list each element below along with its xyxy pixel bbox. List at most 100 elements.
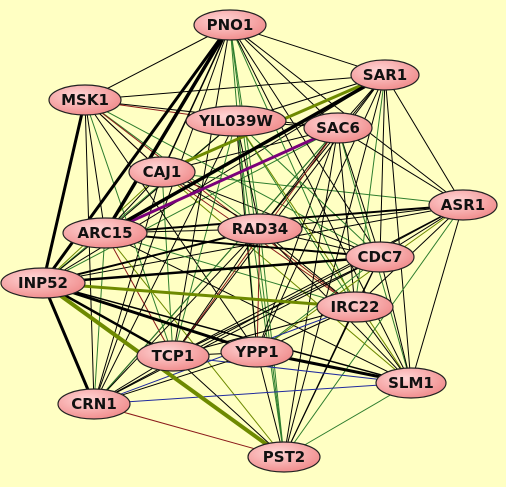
node-shape[interactable] (316, 291, 394, 323)
edge-asr1-slm1 (410, 204, 464, 384)
node-yil039w[interactable]: YIL039W (185, 105, 287, 137)
node-label: CAJ1 (143, 163, 182, 181)
edge-arc15-cdc7 (104, 232, 381, 258)
edge-msk1-crn1 (84, 99, 95, 405)
node-inp52[interactable]: INP52 (0, 267, 86, 299)
node-shape[interactable] (128, 156, 196, 188)
node-shape[interactable] (220, 336, 294, 368)
edge-sar1-slm1 (384, 74, 412, 384)
node-irc22[interactable]: IRC22 (316, 291, 394, 323)
node-caj1[interactable]: CAJ1 (128, 156, 196, 188)
edge-asr1-ypp1 (256, 204, 464, 353)
edge-arc15-crn1 (93, 232, 106, 405)
edge-inp52-sac6 (42, 127, 339, 284)
edge-yil039w-irc22 (235, 120, 356, 308)
node-crn1[interactable]: CRN1 (57, 388, 131, 420)
node-arc15[interactable]: ARC15 (62, 217, 148, 249)
edge-arc15-msk1 (84, 99, 106, 234)
node-label: PNO1 (207, 16, 254, 34)
edge-inp52-slm1 (42, 282, 412, 384)
node-shape[interactable] (57, 388, 131, 420)
node-shape[interactable] (375, 367, 447, 399)
node-label: INP52 (18, 274, 68, 292)
edge-asr1-crn1 (93, 204, 464, 405)
node-shape[interactable] (428, 189, 498, 221)
edge-caj1-slm1 (161, 171, 412, 384)
node-msk1[interactable]: MSK1 (48, 84, 122, 116)
edge-yil039w-tcp1 (172, 120, 237, 357)
node-label: ARC15 (77, 224, 132, 242)
edge-arc15-pno1 (103, 23, 232, 235)
node-sac6[interactable]: SAC6 (303, 112, 373, 144)
node-rad34[interactable]: RAD34 (217, 213, 303, 245)
edge-inp52-cdc7 (41, 255, 382, 285)
edge-inp52-crn1 (41, 281, 96, 406)
edge-arc15-tcp1 (104, 232, 174, 357)
node-shape[interactable] (247, 441, 321, 473)
edge-ypp1-pst2 (256, 351, 285, 458)
edge-sac6-crn1 (93, 127, 339, 405)
node-shape[interactable] (185, 105, 287, 137)
edge-msk1-irc22 (84, 99, 356, 308)
edge-rad34-crn1 (93, 228, 261, 405)
edge-yil039w-crn1 (93, 120, 237, 405)
edge-sar1-pst2 (283, 74, 386, 458)
edge-sac6-rad34 (259, 127, 339, 230)
node-cdc7[interactable]: CDC7 (345, 241, 415, 273)
edge-caj1-crn1 (93, 171, 163, 405)
node-shape[interactable] (48, 84, 122, 116)
edge-pno1-slm1 (229, 24, 412, 384)
edge-inp52-ypp1 (41, 281, 259, 354)
edge-caj1-pno1 (161, 24, 231, 173)
node-sar1[interactable]: SAR1 (350, 59, 420, 91)
edge-sac6-cdc7 (337, 127, 381, 258)
node-label: ASR1 (441, 196, 485, 214)
edge-slm1-crn1 (93, 382, 412, 405)
node-shape[interactable] (193, 9, 267, 41)
node-shape[interactable] (136, 340, 210, 372)
node-shape[interactable] (217, 213, 303, 245)
edge-cdc7-tcp1 (172, 256, 381, 357)
node-label: PST2 (263, 448, 305, 466)
node-pst2[interactable]: PST2 (247, 441, 321, 473)
node-label: MSK1 (61, 91, 109, 109)
node-slm1[interactable]: SLM1 (375, 367, 447, 399)
edge-cdc7-slm1 (379, 256, 412, 384)
node-label: RAD34 (232, 220, 288, 238)
edge-tcp1-slm1 (172, 355, 412, 384)
edge-pno1-cdc7 (229, 24, 381, 258)
edge-rad34-ypp1 (256, 228, 261, 353)
edge-yil039w-pst2 (235, 120, 285, 458)
node-label: SLM1 (388, 374, 434, 392)
node-label: CRN1 (71, 395, 117, 413)
node-label: IRC22 (330, 298, 379, 316)
edge-sac6-ypp1 (256, 127, 339, 353)
node-shape[interactable] (0, 267, 86, 299)
edge-rad34-tcp1 (172, 228, 261, 357)
node-shape[interactable] (350, 59, 420, 91)
edge-sar1-rad34 (259, 74, 386, 230)
node-shape[interactable] (62, 217, 148, 249)
node-asr1[interactable]: ASR1 (428, 189, 498, 221)
node-label: SAC6 (316, 119, 360, 137)
edge-sar1-cdc7 (379, 74, 386, 258)
edge-msk1-ypp1 (84, 99, 258, 353)
node-label: CDC7 (358, 248, 403, 266)
node-shape[interactable] (303, 112, 373, 144)
edge-sac6-asr1 (337, 127, 464, 206)
node-tcp1[interactable]: TCP1 (136, 340, 210, 372)
edge-crn1-pst2 (93, 403, 285, 458)
edge-inp52-msk1 (41, 98, 87, 285)
edge-msk1-pno1 (84, 24, 231, 101)
edge-asr1-pst2 (283, 204, 464, 458)
node-pno1[interactable]: PNO1 (193, 9, 267, 41)
edge-pno1-crn1 (93, 24, 231, 405)
edge-sar1-asr1 (384, 74, 464, 206)
node-shape[interactable] (345, 241, 415, 273)
edge-inp52-irc22 (41, 281, 357, 309)
edge-arc15-sac6 (103, 126, 340, 235)
node-label: SAR1 (363, 66, 407, 84)
node-ypp1[interactable]: YPP1 (220, 336, 294, 368)
edge-arc15-irc22 (104, 232, 356, 308)
